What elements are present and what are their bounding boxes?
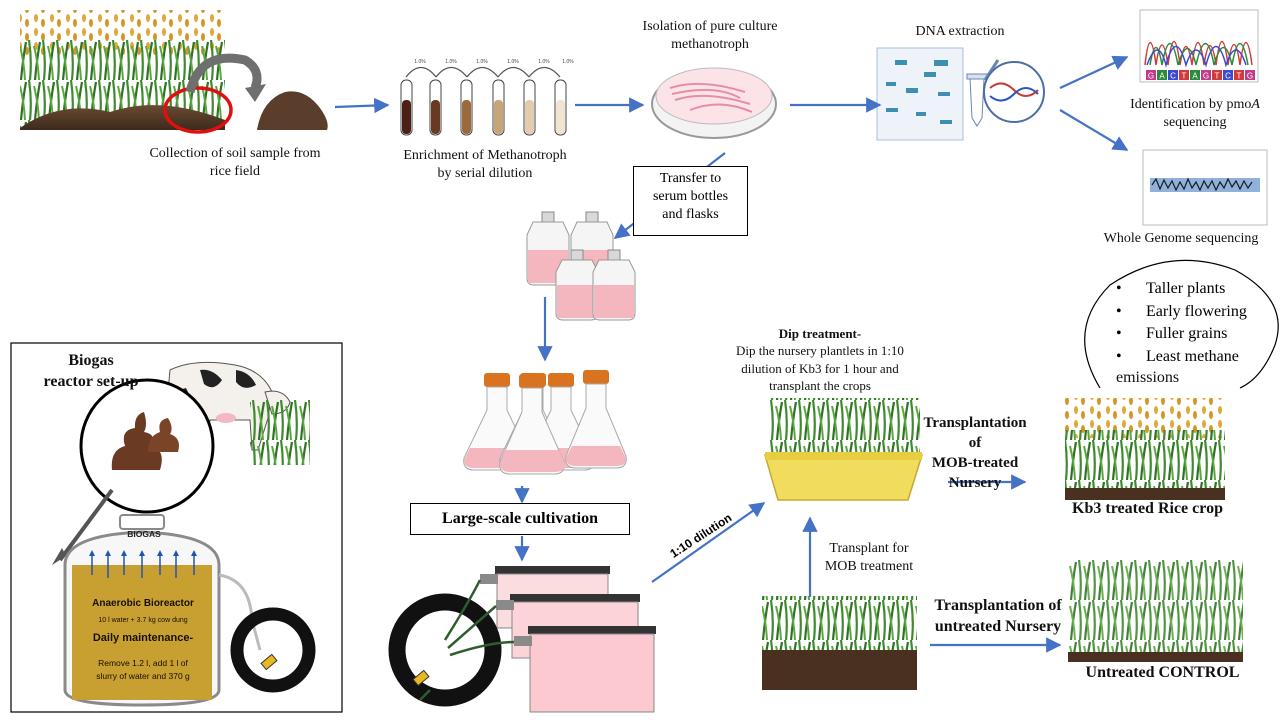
sequence-letter: A <box>1192 72 1198 81</box>
pmoa-suffix: sequencing <box>1163 115 1227 130</box>
dilution-tube <box>460 79 473 136</box>
sequence-letter: C <box>1225 72 1231 81</box>
dilution-tube <box>523 79 536 136</box>
sequence-letter: T <box>1182 72 1187 81</box>
sequence-letter: A <box>1159 72 1165 81</box>
benefit-item: Taller plants <box>1110 278 1247 301</box>
sequence-letter: G <box>1247 72 1253 81</box>
biogas-gas-label: BIOGAS <box>127 529 161 539</box>
cow-dung-zoom-icon <box>52 378 215 565</box>
benefit-item: Fuller grains <box>1110 323 1247 346</box>
transplant-untreated-label: Transplantation of untreated Nursery <box>934 597 1062 635</box>
dilution-arrow-label: 1:10 dilution <box>667 511 734 561</box>
pmoa-identification-label: Identification by pmoA sequencing <box>1110 96 1280 132</box>
arrow-collection-to-enrichment <box>334 97 390 114</box>
dilution-tube-label: 1.0% <box>414 59 426 65</box>
dilution-tube-label: 1.0% <box>445 59 457 65</box>
sequence-letter: C <box>1170 72 1176 81</box>
biogas-panel-title: Biogas reactor set-up <box>43 352 139 390</box>
transfer-box: Transfer to serum bottles and flasks <box>633 166 748 236</box>
sequence-letter: G <box>1203 72 1209 81</box>
enrichment-label: Enrichment of Methanotroph by serial dil… <box>403 148 567 181</box>
kb3-crop-label: Kb3 treated Rice crop <box>1072 500 1223 517</box>
serum-bottles-icon <box>526 211 636 321</box>
benefit-item-continuation: emissions <box>1116 369 1180 386</box>
gel-electrophoresis-icon <box>876 47 964 141</box>
large-scale-box: Large-scale cultivation <box>410 503 630 535</box>
benefit-item: Least methane <box>1110 346 1247 369</box>
pmoa-prefix: Identification by pmo <box>1130 97 1252 112</box>
benefits-oval <box>1084 259 1279 389</box>
dna-tube-icon <box>966 59 1045 127</box>
nursery-tray-icon <box>764 398 924 501</box>
sequence-letter: T <box>1215 72 1220 81</box>
biogas-panel <box>10 342 343 713</box>
bioreactor-recipe: 10 l water + 3.7 kg cow dung <box>98 617 187 624</box>
dilution-tube <box>400 79 413 136</box>
maintenance-body-line2: slurry of water and 370 g <box>96 671 190 681</box>
dilution-tube-label: 1.0% <box>538 59 550 65</box>
genome-coverage-plot <box>1142 149 1268 226</box>
benefits-list: Taller plants Early flowering Fuller gra… <box>1110 278 1247 368</box>
arrow-dna-to-wgs <box>1059 109 1129 151</box>
rice-field-illustration <box>20 10 266 134</box>
kb3-treated-crop-icon <box>1065 398 1225 500</box>
soil-pile-icon <box>257 91 328 130</box>
transplant-for-label: Transplant for MOB treatment <box>824 541 914 574</box>
anaerobic-bioreactor-icon <box>63 514 316 707</box>
wgs-label: Whole Genome sequencing <box>1103 231 1259 246</box>
dna-extraction-label: DNA extraction <box>915 24 1005 39</box>
erlenmeyer-flasks-icon <box>463 370 627 475</box>
maintenance-title: Daily maintenance- <box>93 632 194 644</box>
dilution-tube <box>554 79 567 136</box>
untreated-control-crop-icon <box>1068 560 1243 662</box>
untreated-nursery-icon <box>762 596 917 690</box>
sequence-letter: T <box>1237 72 1242 81</box>
pmoa-gene: A <box>1251 97 1260 112</box>
serial-dilution-tubes: 1.0% 1.0% 1.0% 1.0% 1.0% 1.0% <box>400 59 574 136</box>
arrow-tanks-to-tray <box>651 502 766 583</box>
cultivation-tanks-icon <box>388 566 656 713</box>
bioreactor-label: Anaerobic Bioreactor <box>92 598 194 609</box>
sequence-letter: G <box>1148 72 1154 81</box>
petri-dish-icon <box>651 67 777 139</box>
dilution-tube <box>492 79 505 136</box>
sequence-letters: G A C T A G T C T G <box>1146 70 1255 81</box>
dip-treatment-body: Dip the nursery plantlets in 1:10 diluti… <box>736 343 904 393</box>
dilution-tube <box>429 79 442 136</box>
control-label: Untreated CONTROL <box>1085 664 1240 681</box>
transplant-mob-label: Transplantation of MOB-treated Nursery <box>923 415 1027 491</box>
dilution-tube-label: 1.0% <box>507 59 519 65</box>
collection-label: Collection of soil sample from rice fiel… <box>149 146 321 179</box>
isolation-label: Isolation of pure culture methanotroph <box>642 19 778 52</box>
benefit-item: Early flowering <box>1110 301 1247 324</box>
dilution-tube-label: 1.0% <box>476 59 488 65</box>
maintenance-body-line1: Remove 1.2 l, add 1 l of <box>98 658 188 668</box>
dilution-tube-label: 1.0% <box>562 59 574 65</box>
arrow-dna-to-pmoa <box>1059 55 1129 89</box>
dip-treatment-title: Dip treatment- <box>778 326 862 341</box>
